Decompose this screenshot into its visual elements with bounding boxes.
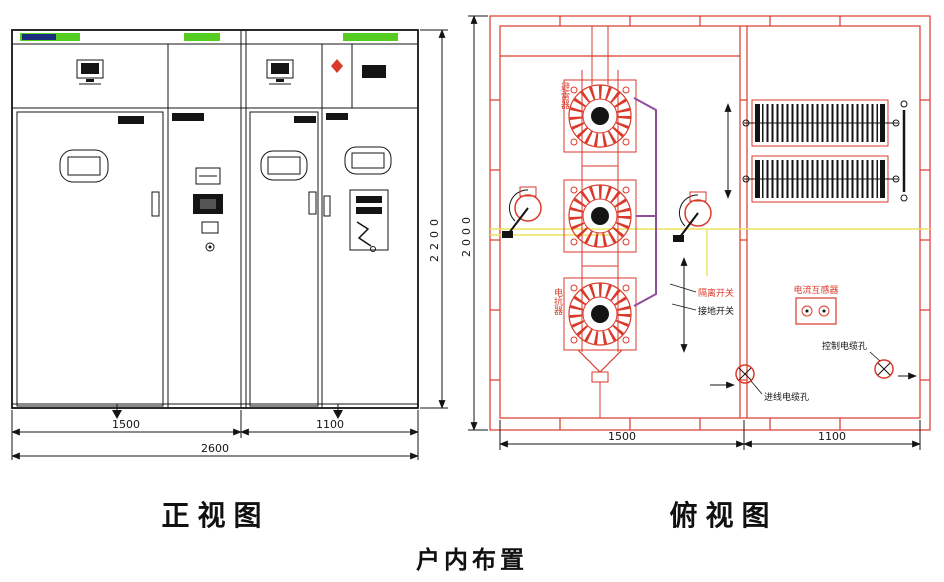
reactor-label: 电抗器 bbox=[552, 287, 563, 315]
busbar-yellow-line bbox=[490, 228, 930, 276]
front-dimensions: 1500 1100 2600 2200 bbox=[11, 29, 448, 460]
dim-front-right-width: 1100 bbox=[316, 418, 344, 431]
front-view-drawing: 1500 1100 2600 2200 bbox=[11, 29, 448, 460]
nameplate bbox=[22, 34, 56, 40]
dim-top-left-width: 1500 bbox=[608, 430, 636, 443]
operating-mechanism-left bbox=[502, 186, 542, 238]
louver-vent-left bbox=[59, 149, 109, 183]
control-cable-hole-label: 控制电缆孔 bbox=[822, 340, 867, 352]
door-handle-left bbox=[151, 191, 160, 217]
dim-top-right-width: 1100 bbox=[818, 430, 846, 443]
front-view-label: 正视图 bbox=[161, 499, 270, 532]
resistor-bank-2 bbox=[724, 100, 908, 203]
right-door bbox=[249, 111, 319, 407]
room-frame bbox=[489, 15, 931, 431]
instrument-column bbox=[193, 167, 223, 252]
reactor-phase-b bbox=[563, 179, 637, 253]
monitor-icon-right bbox=[266, 59, 294, 85]
top-dimensions: 1500 1100 2000 bbox=[460, 15, 921, 450]
top-view-drawing: 电流互感器 进线电缆孔 控制电缆孔 隔离开关 接地开关 避雷器 电抗器 bbox=[460, 15, 931, 450]
disconnector-label: 隔离开关 bbox=[698, 287, 734, 299]
current-transformer-label: 电流互感器 bbox=[793, 284, 838, 296]
switch-annotations: 隔离开关 接地开关 bbox=[669, 257, 734, 353]
top-strip-green-right bbox=[343, 33, 398, 41]
monitor-icon-left bbox=[76, 59, 104, 85]
floor-anchor-arrows bbox=[112, 404, 343, 419]
current-transformer-box: 电流互感器 bbox=[793, 284, 839, 325]
door-handle-column bbox=[323, 195, 331, 217]
dim-front-total-width: 2600 bbox=[201, 442, 229, 455]
indicator-display bbox=[362, 65, 386, 78]
dim-top-depth: 2000 bbox=[460, 213, 473, 257]
door-labels bbox=[118, 113, 348, 124]
page-title: 户内布置 bbox=[416, 545, 528, 574]
earth-switch-label: 接地开关 bbox=[698, 305, 734, 317]
incoming-cable-hole: 进线电缆孔 bbox=[710, 364, 809, 403]
left-door bbox=[16, 111, 164, 407]
top-view-label: 俯视图 bbox=[669, 499, 778, 532]
dim-front-height: 2200 bbox=[428, 214, 441, 262]
warning-diamond-icon bbox=[331, 59, 343, 73]
cabinet-body bbox=[11, 29, 419, 409]
control-cable-hole: 控制电缆孔 bbox=[822, 340, 917, 380]
reactor-phase-a bbox=[563, 79, 637, 153]
busbar-purple bbox=[633, 97, 657, 307]
dim-front-left-width: 1500 bbox=[112, 418, 140, 431]
operating-mechanism-right bbox=[673, 191, 712, 242]
arrester-label: 避雷器 bbox=[559, 81, 570, 109]
reactor-phase-c bbox=[563, 277, 637, 418]
louver-vent-column bbox=[344, 146, 392, 175]
louver-vent-right bbox=[260, 150, 308, 181]
top-strip-green-mid bbox=[184, 33, 220, 41]
door-handle-right bbox=[308, 191, 317, 215]
breaker-window bbox=[349, 189, 389, 252]
incoming-cable-hole-label: 进线电缆孔 bbox=[764, 391, 809, 403]
resistor-bank-1 bbox=[742, 99, 900, 147]
